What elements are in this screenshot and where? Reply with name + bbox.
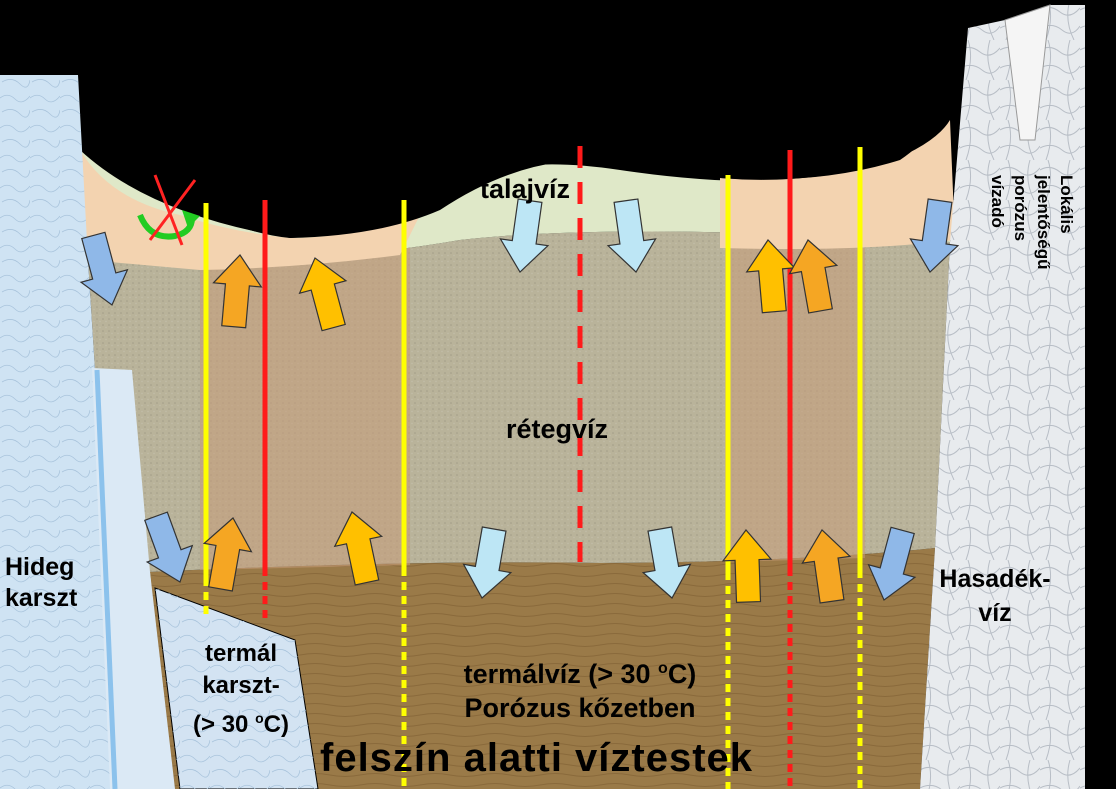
infiltration-arrow (867, 526, 917, 601)
label-hasadekviz: Hasadék- víz (939, 565, 1051, 627)
sand-zone-right (725, 245, 865, 562)
sand-zone-left (200, 248, 410, 570)
label-talajviz: talajvíz (480, 174, 571, 204)
infiltration-arrow (641, 526, 692, 599)
soil-layer-right (720, 120, 955, 249)
upflow-arrow (333, 511, 384, 586)
label-hideg-karszt: Hideg karszt (5, 553, 78, 612)
infiltration-arrow (606, 198, 657, 273)
wells-yellow (203, 147, 863, 789)
infiltration-arrow (144, 511, 194, 583)
infiltration-arrow (909, 198, 960, 273)
upflow-arrow (801, 529, 852, 604)
soil-layer (80, 150, 420, 270)
label-termal-karszt: termál karszt- (> 30 oC) (193, 640, 289, 738)
label-termalviz: termálvíz (> 30 oC) Porózus kőzetben (463, 659, 697, 723)
infiltration-arrow (462, 526, 513, 599)
upflow-arrow (298, 257, 348, 332)
local-aquifer (1004, 4, 1051, 141)
label-retegviz: rétegvíz (506, 414, 609, 444)
infiltration-arrow (499, 198, 550, 273)
label-lokalis: Lokális jelentőségű porózus vízadó (988, 175, 1076, 270)
infiltration-arrow (79, 231, 129, 306)
upflow-arrow (202, 517, 253, 592)
upflow-arrow (745, 239, 796, 314)
recirculation-icon (137, 174, 200, 246)
talajviz-layer (80, 150, 950, 262)
diagram-title: felszín alatti víztestek (320, 736, 754, 780)
upflow-arrow (788, 239, 839, 314)
upflow-arrow (721, 529, 773, 603)
wells-red (262, 146, 793, 789)
fissured-rock (920, 5, 1085, 789)
upflow-arrow (212, 254, 263, 329)
